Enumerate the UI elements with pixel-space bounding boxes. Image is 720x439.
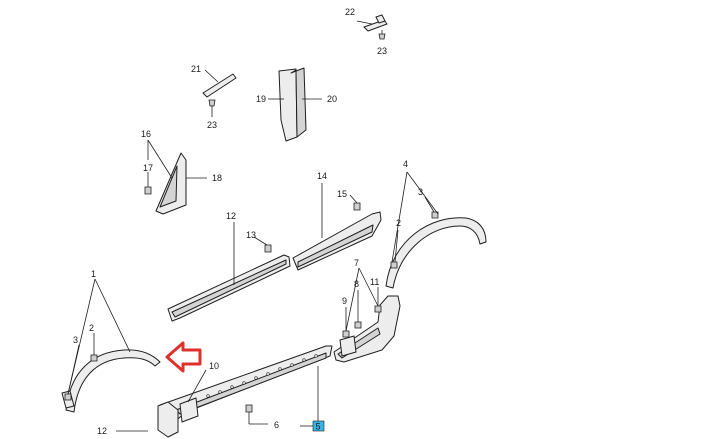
callout-13: 13	[246, 230, 256, 240]
callout-15: 15	[337, 189, 347, 199]
part-23-mid-clip	[208, 99, 216, 107]
rocker-holes	[206, 354, 318, 398]
part-18-mirror-trim	[155, 152, 187, 215]
part-8-9-clips	[342, 305, 382, 338]
callout-18: 18	[212, 173, 222, 183]
callout-1: 1	[91, 269, 96, 279]
part-5-rocker-sill-molding	[157, 345, 333, 438]
callout-17: 17	[143, 163, 153, 173]
callout-5: 5	[316, 422, 321, 432]
part-22-bracket	[363, 14, 388, 32]
callout-4: 4	[403, 159, 408, 169]
callout-22: 22	[345, 7, 355, 17]
part-19-20-pillar-trim	[278, 67, 307, 142]
callout-9: 9	[342, 296, 347, 306]
leader-13	[253, 236, 268, 246]
highlight-arrow	[165, 341, 202, 373]
part-12-front-door-molding	[167, 254, 291, 322]
callout-21: 21	[191, 64, 201, 74]
part-7-rear-sill-bracket	[333, 295, 401, 363]
callout-2-rear: 2	[396, 218, 401, 228]
callout-8: 8	[354, 279, 359, 289]
leader-15	[349, 194, 358, 204]
leader-7b	[358, 267, 379, 307]
callout-20: 20	[327, 94, 337, 104]
part-17-clip	[144, 186, 152, 195]
callout-12-molding: 12	[226, 211, 236, 221]
callout-14: 14	[317, 171, 327, 181]
callout-10: 10	[209, 361, 219, 371]
callout-3-front: 3	[73, 335, 78, 345]
leader-1b	[94, 278, 131, 353]
leader-4a	[391, 171, 408, 263]
part-front-arch-clips	[64, 354, 98, 401]
leader-10	[187, 369, 207, 403]
leader-3-front	[67, 344, 80, 395]
part-21-strip	[202, 73, 237, 98]
part-6-clip	[245, 404, 253, 413]
callout-3-rear: 3	[418, 187, 423, 197]
callout-6: 6	[274, 420, 279, 430]
callout-16: 16	[141, 129, 151, 139]
part-14-rear-door-molding	[292, 211, 382, 271]
callout-23-top: 23	[377, 46, 387, 56]
part-23-top-clip	[378, 33, 386, 40]
callout-19: 19	[256, 94, 266, 104]
part-4-rear-wheel-arch	[385, 217, 487, 289]
callout-2-front: 2	[89, 323, 94, 333]
leader-21	[204, 69, 219, 83]
callout-11: 11	[370, 277, 379, 287]
leader-7a	[345, 267, 360, 332]
part-13-clip	[264, 244, 272, 253]
leader-22	[356, 20, 373, 25]
callout-7: 7	[354, 258, 359, 268]
callout-23-mid: 23	[207, 120, 217, 130]
leader-2-rear	[394, 229, 399, 263]
leader-3-rear	[424, 196, 435, 213]
leader-4b	[406, 171, 439, 215]
part-15-clip	[353, 202, 361, 211]
callout-12-bottom: 12	[97, 426, 107, 436]
part-1-front-wheel-arch	[61, 349, 161, 413]
highlight-box-5	[312, 420, 325, 432]
leader-16a	[147, 139, 173, 179]
